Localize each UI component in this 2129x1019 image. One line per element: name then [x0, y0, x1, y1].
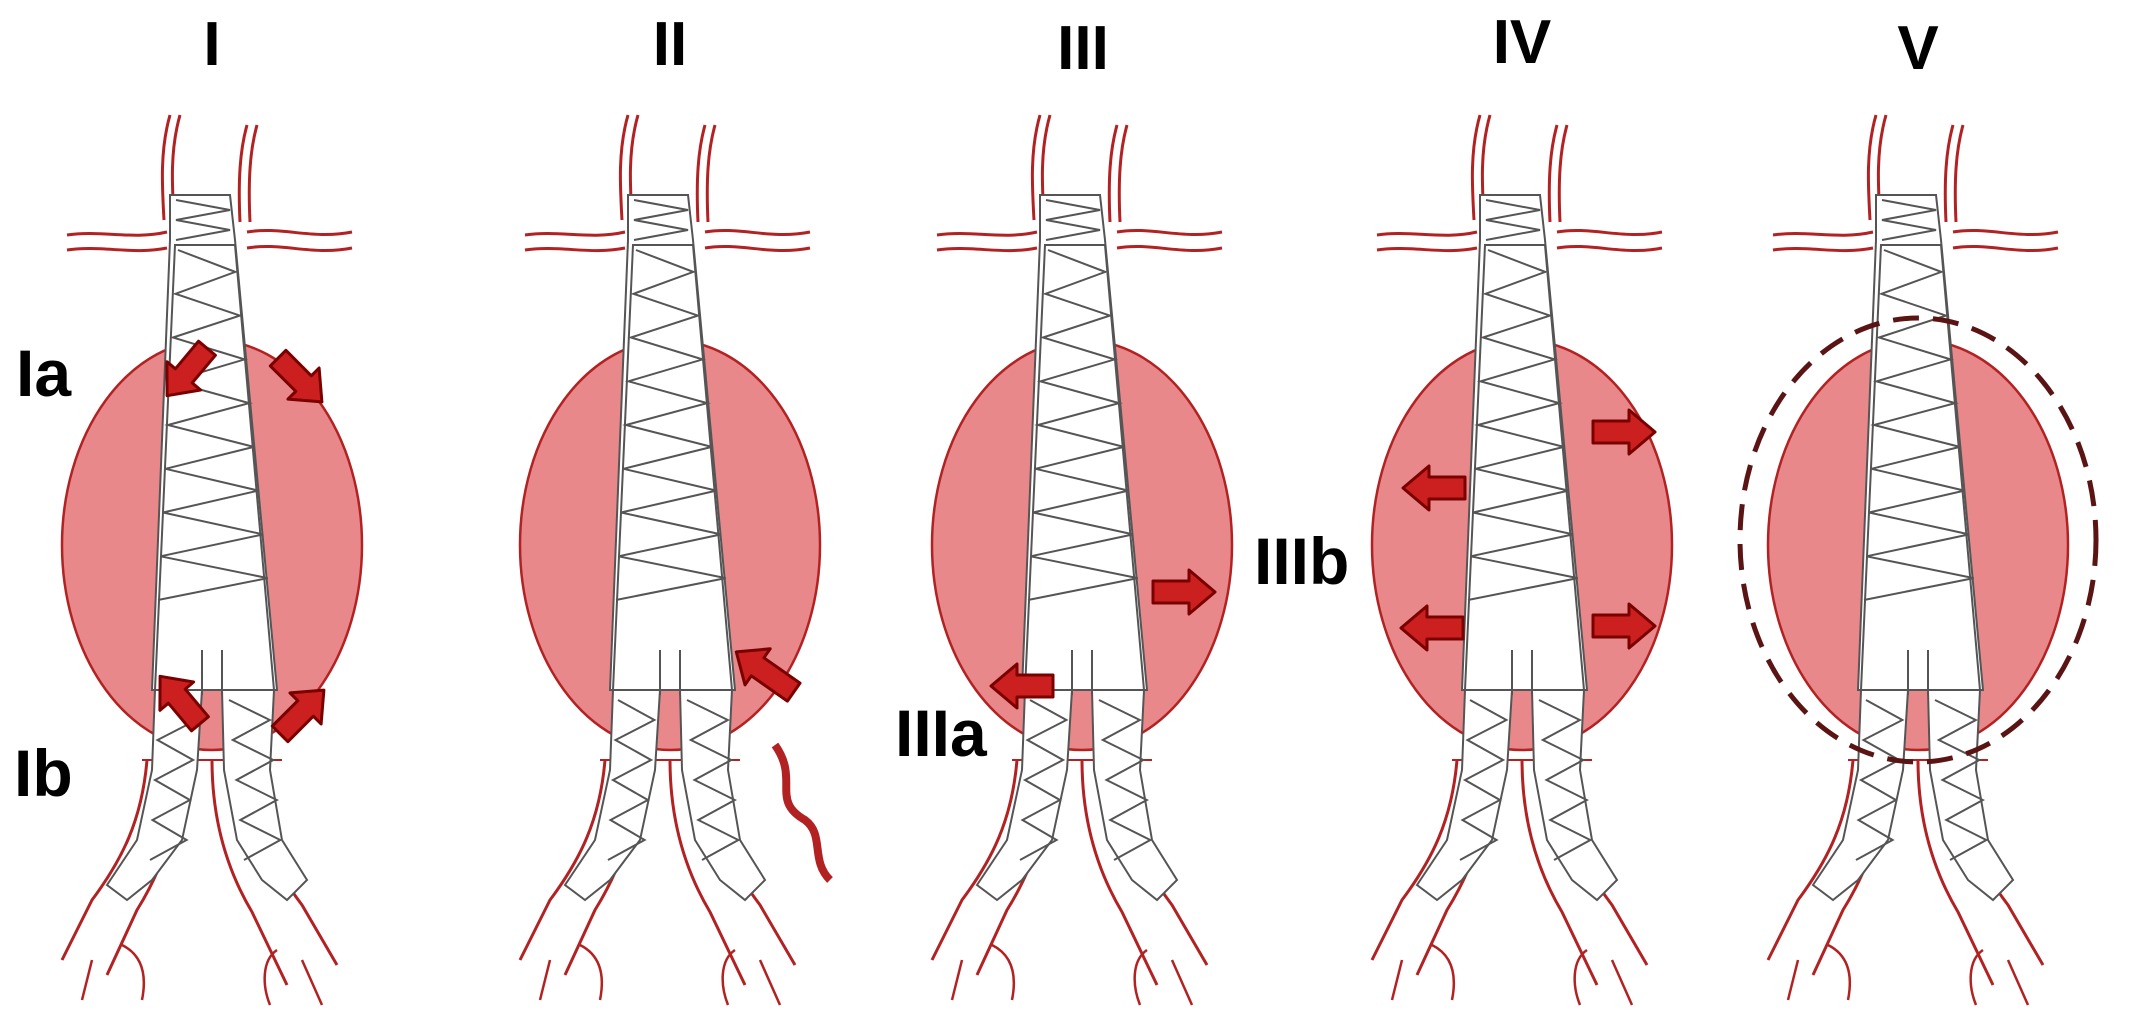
aorta-upper-right-wall: [239, 125, 257, 222]
right-renal-artery: [1557, 230, 1662, 250]
panel-title-iii: III: [1057, 18, 1109, 80]
panel-title-iv: IV: [1493, 12, 1552, 74]
panel-v: [1740, 115, 2096, 1005]
panel-i: [62, 115, 362, 1005]
right-renal-artery: [1953, 230, 2058, 250]
left-internal-iliac: [1392, 945, 1454, 1000]
label-ib: Ib: [14, 740, 73, 806]
left-internal-iliac: [1788, 945, 1850, 1000]
panel-iv: [1372, 115, 1672, 1005]
left-renal-artery: [67, 232, 167, 251]
left-internal-iliac: [952, 945, 1014, 1000]
aorta-upper-right-wall: [1109, 125, 1127, 222]
lumbar-branch-vessel: [775, 745, 830, 880]
left-limb: [1417, 690, 1512, 900]
label-iiia: IIIa: [895, 700, 987, 766]
right-renal-artery: [705, 230, 810, 250]
left-limb: [1813, 690, 1908, 900]
label-ia: Ia: [16, 340, 71, 406]
left-renal-artery: [937, 232, 1037, 251]
right-renal-artery: [247, 230, 352, 250]
left-renal-artery: [1773, 232, 1873, 251]
panel-ii: [520, 115, 830, 1005]
panel-title-i: I: [203, 14, 220, 76]
aorta-upper-right-wall: [1945, 125, 1963, 222]
label-iiib: IIIb: [1254, 528, 1349, 594]
left-renal-artery: [1377, 232, 1477, 251]
right-renal-artery: [1117, 230, 1222, 250]
panel-iii: [932, 115, 1232, 1005]
aorta-upper-right-wall: [1549, 125, 1567, 222]
left-internal-iliac: [540, 945, 602, 1000]
left-internal-iliac: [82, 945, 144, 1000]
left-limb: [565, 690, 660, 900]
panel-title-ii: II: [653, 14, 687, 76]
panel-title-v: V: [1897, 18, 1938, 80]
left-limb: [977, 690, 1072, 900]
aorta-upper-right-wall: [697, 125, 715, 222]
left-renal-artery: [525, 232, 625, 251]
